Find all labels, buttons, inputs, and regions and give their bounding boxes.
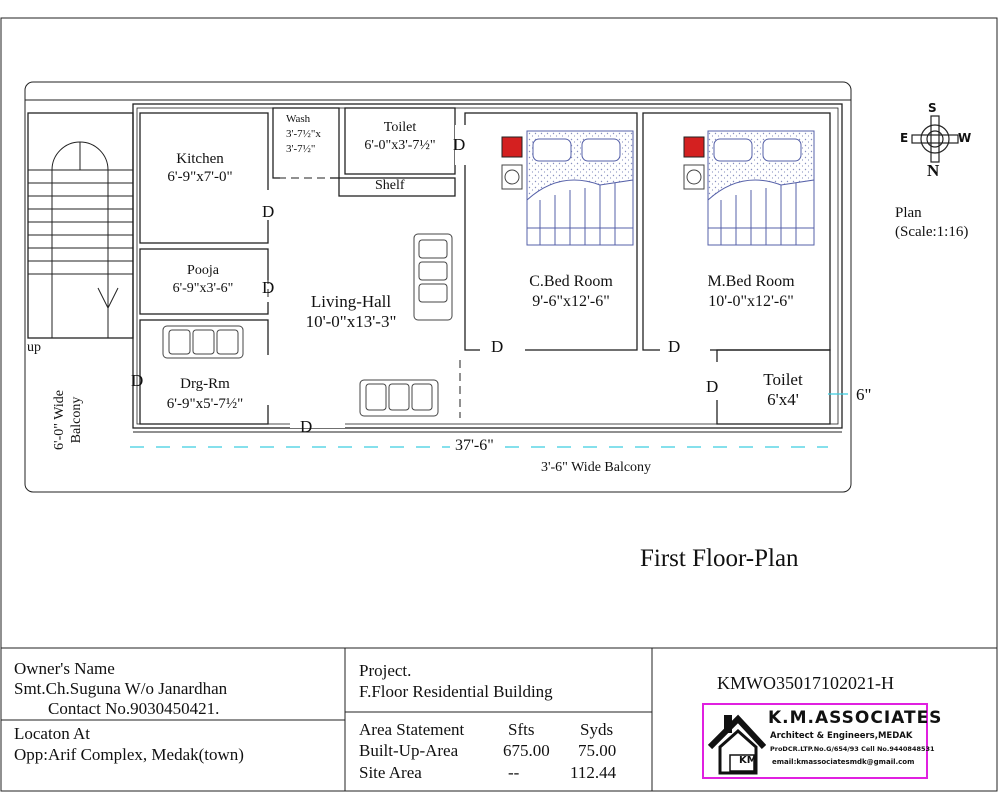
c-bed xyxy=(526,130,634,246)
plan-title: First Floor-Plan xyxy=(640,545,799,572)
living-hall-size: 10'-0"x13'-3" xyxy=(305,312,397,331)
overall-dimension xyxy=(130,393,848,448)
drg-room-size: 6'-9"x5'-7½" xyxy=(166,396,244,412)
door-marker: D xyxy=(262,278,275,297)
firm-email: email:kmassociatesmdk@gmail.com xyxy=(772,758,915,766)
area-header-label: Area Statement xyxy=(359,720,465,739)
shelf-label: Shelf xyxy=(375,178,405,193)
wash-name: Wash xyxy=(286,113,311,125)
living-hall-label: Living-Hall 10'-0"x13'-3" xyxy=(296,292,406,332)
door-marker: D xyxy=(668,337,681,356)
scale-line-2: (Scale:1:16) xyxy=(895,224,969,240)
sheet-border xyxy=(0,17,998,792)
firm-name: K.M.ASSOCIATES xyxy=(768,708,943,728)
area-header-syds: Syds xyxy=(580,720,614,739)
area-row-syds: 112.44 xyxy=(570,763,617,782)
owner-name: Smt.Ch.Suguna W/o Janardhan xyxy=(14,679,228,698)
project-label: Project. xyxy=(359,661,412,680)
door-marker: D xyxy=(131,371,144,390)
m-bed-room-label: M.Bed Room 10'-0"x12'-6" xyxy=(690,272,812,312)
area-row-syds: 75.00 xyxy=(578,741,617,760)
front-balcony-label: 3'-6" Wide Balcony xyxy=(541,460,652,475)
scale-note: Plan (Scale:1:16) xyxy=(895,204,968,242)
firm-logo-stamp: KM K.M.ASSOCIATES Architect & Engineers,… xyxy=(702,703,941,779)
firm-mark: KM xyxy=(739,755,757,766)
toilet-1-size: 6'-0"x3'-7½" xyxy=(364,138,436,153)
wash-label: Wash 3'-7½"x 3'-7½" xyxy=(286,112,321,157)
side-balcony-label: 6'-0" Wide Balcony xyxy=(51,365,85,475)
staircase xyxy=(28,141,133,338)
c-bed-room-name: C.Bed Room xyxy=(529,273,613,290)
toilet-2-name: Toilet xyxy=(763,370,803,389)
m-bed xyxy=(707,130,815,246)
door-marker: D xyxy=(491,337,504,356)
drawing-number: KMWO35017102021-H xyxy=(717,673,894,693)
pooja-size: 6'-9"x3'-6" xyxy=(172,281,234,296)
m-bed-room-size: 10'-0"x12'-6" xyxy=(708,293,794,310)
compass-w: W xyxy=(958,131,972,145)
house-logo-icon xyxy=(707,714,766,775)
side-balcony-line-2: Balcony xyxy=(69,396,84,444)
side-dimension: 6" xyxy=(856,385,872,404)
living-sofa-2 xyxy=(359,379,439,417)
project-name: F.Floor Residential Building xyxy=(359,682,553,701)
area-row-label: Site Area xyxy=(359,763,422,782)
area-row-sfts: -- xyxy=(508,763,520,782)
toilet-2-size: 6'x4' xyxy=(767,390,799,409)
door-marker: D xyxy=(300,417,313,436)
pooja-name: Pooja xyxy=(187,263,219,278)
title-block xyxy=(1,647,997,791)
compass-s: S xyxy=(928,101,937,115)
area-row-label: Built-Up-Area xyxy=(359,741,459,760)
kitchen-size: 6'-9"x7'-0" xyxy=(167,169,233,185)
location-label: Locaton At xyxy=(14,724,91,743)
location-value: Opp:Arif Complex, Medak(town) xyxy=(14,745,244,764)
area-header-sfts: Sfts xyxy=(508,720,535,739)
compass-n: N xyxy=(927,161,940,180)
pooja-label: Pooja 6'-9"x3'-6" xyxy=(160,262,246,298)
area-row-sfts: 675.00 xyxy=(503,741,550,760)
plot-outline xyxy=(24,81,852,493)
kitchen-name: Kitchen xyxy=(176,151,224,167)
m-side-table xyxy=(683,136,705,190)
scale-line-1: Plan xyxy=(895,205,922,221)
compass-icon xyxy=(911,115,959,163)
toilet-2-label: Toilet 6'x4' xyxy=(748,370,818,410)
door-marker: D xyxy=(453,135,466,154)
firm-registration: ProDCR.LTP.No.G/654/93 Cell No.944084853… xyxy=(770,745,935,753)
c-side-table xyxy=(501,136,523,190)
toilet-1-name: Toilet xyxy=(383,120,417,135)
drg-sofa xyxy=(162,325,244,359)
side-balcony-line-1: 6'-0" Wide xyxy=(52,390,67,450)
owner-label: Owner's Name xyxy=(14,659,115,678)
wash-size-1: 3'-7½"x xyxy=(286,128,321,140)
c-bed-room-label: C.Bed Room 9'-6"x12'-6" xyxy=(510,272,632,312)
wash-size-2: 3'-7½" xyxy=(286,143,316,155)
compass-e: E xyxy=(900,131,909,145)
toilet-1-label: Toilet 6'-0"x3'-7½" xyxy=(358,119,442,155)
m-bed-room-name: M.Bed Room xyxy=(707,273,795,290)
drg-room-label: Drg-Rm 6'-9"x5'-7½" xyxy=(160,374,250,414)
owner-contact: Contact No.9030450421. xyxy=(48,699,220,718)
living-sofa xyxy=(413,233,453,321)
drg-room-name: Drg-Rm xyxy=(180,376,230,392)
firm-tagline: Architect & Engineers,MEDAK xyxy=(770,731,913,741)
overall-width-dimension: 37'-6" xyxy=(453,437,496,455)
living-hall-name: Living-Hall xyxy=(310,292,392,311)
door-marker: D xyxy=(262,202,275,221)
c-bed-room-size: 9'-6"x12'-6" xyxy=(532,293,610,310)
kitchen-label: Kitchen 6'-9"x7'-0" xyxy=(160,150,240,186)
stair-up-label: up xyxy=(27,340,41,355)
door-marker: D xyxy=(706,377,719,396)
